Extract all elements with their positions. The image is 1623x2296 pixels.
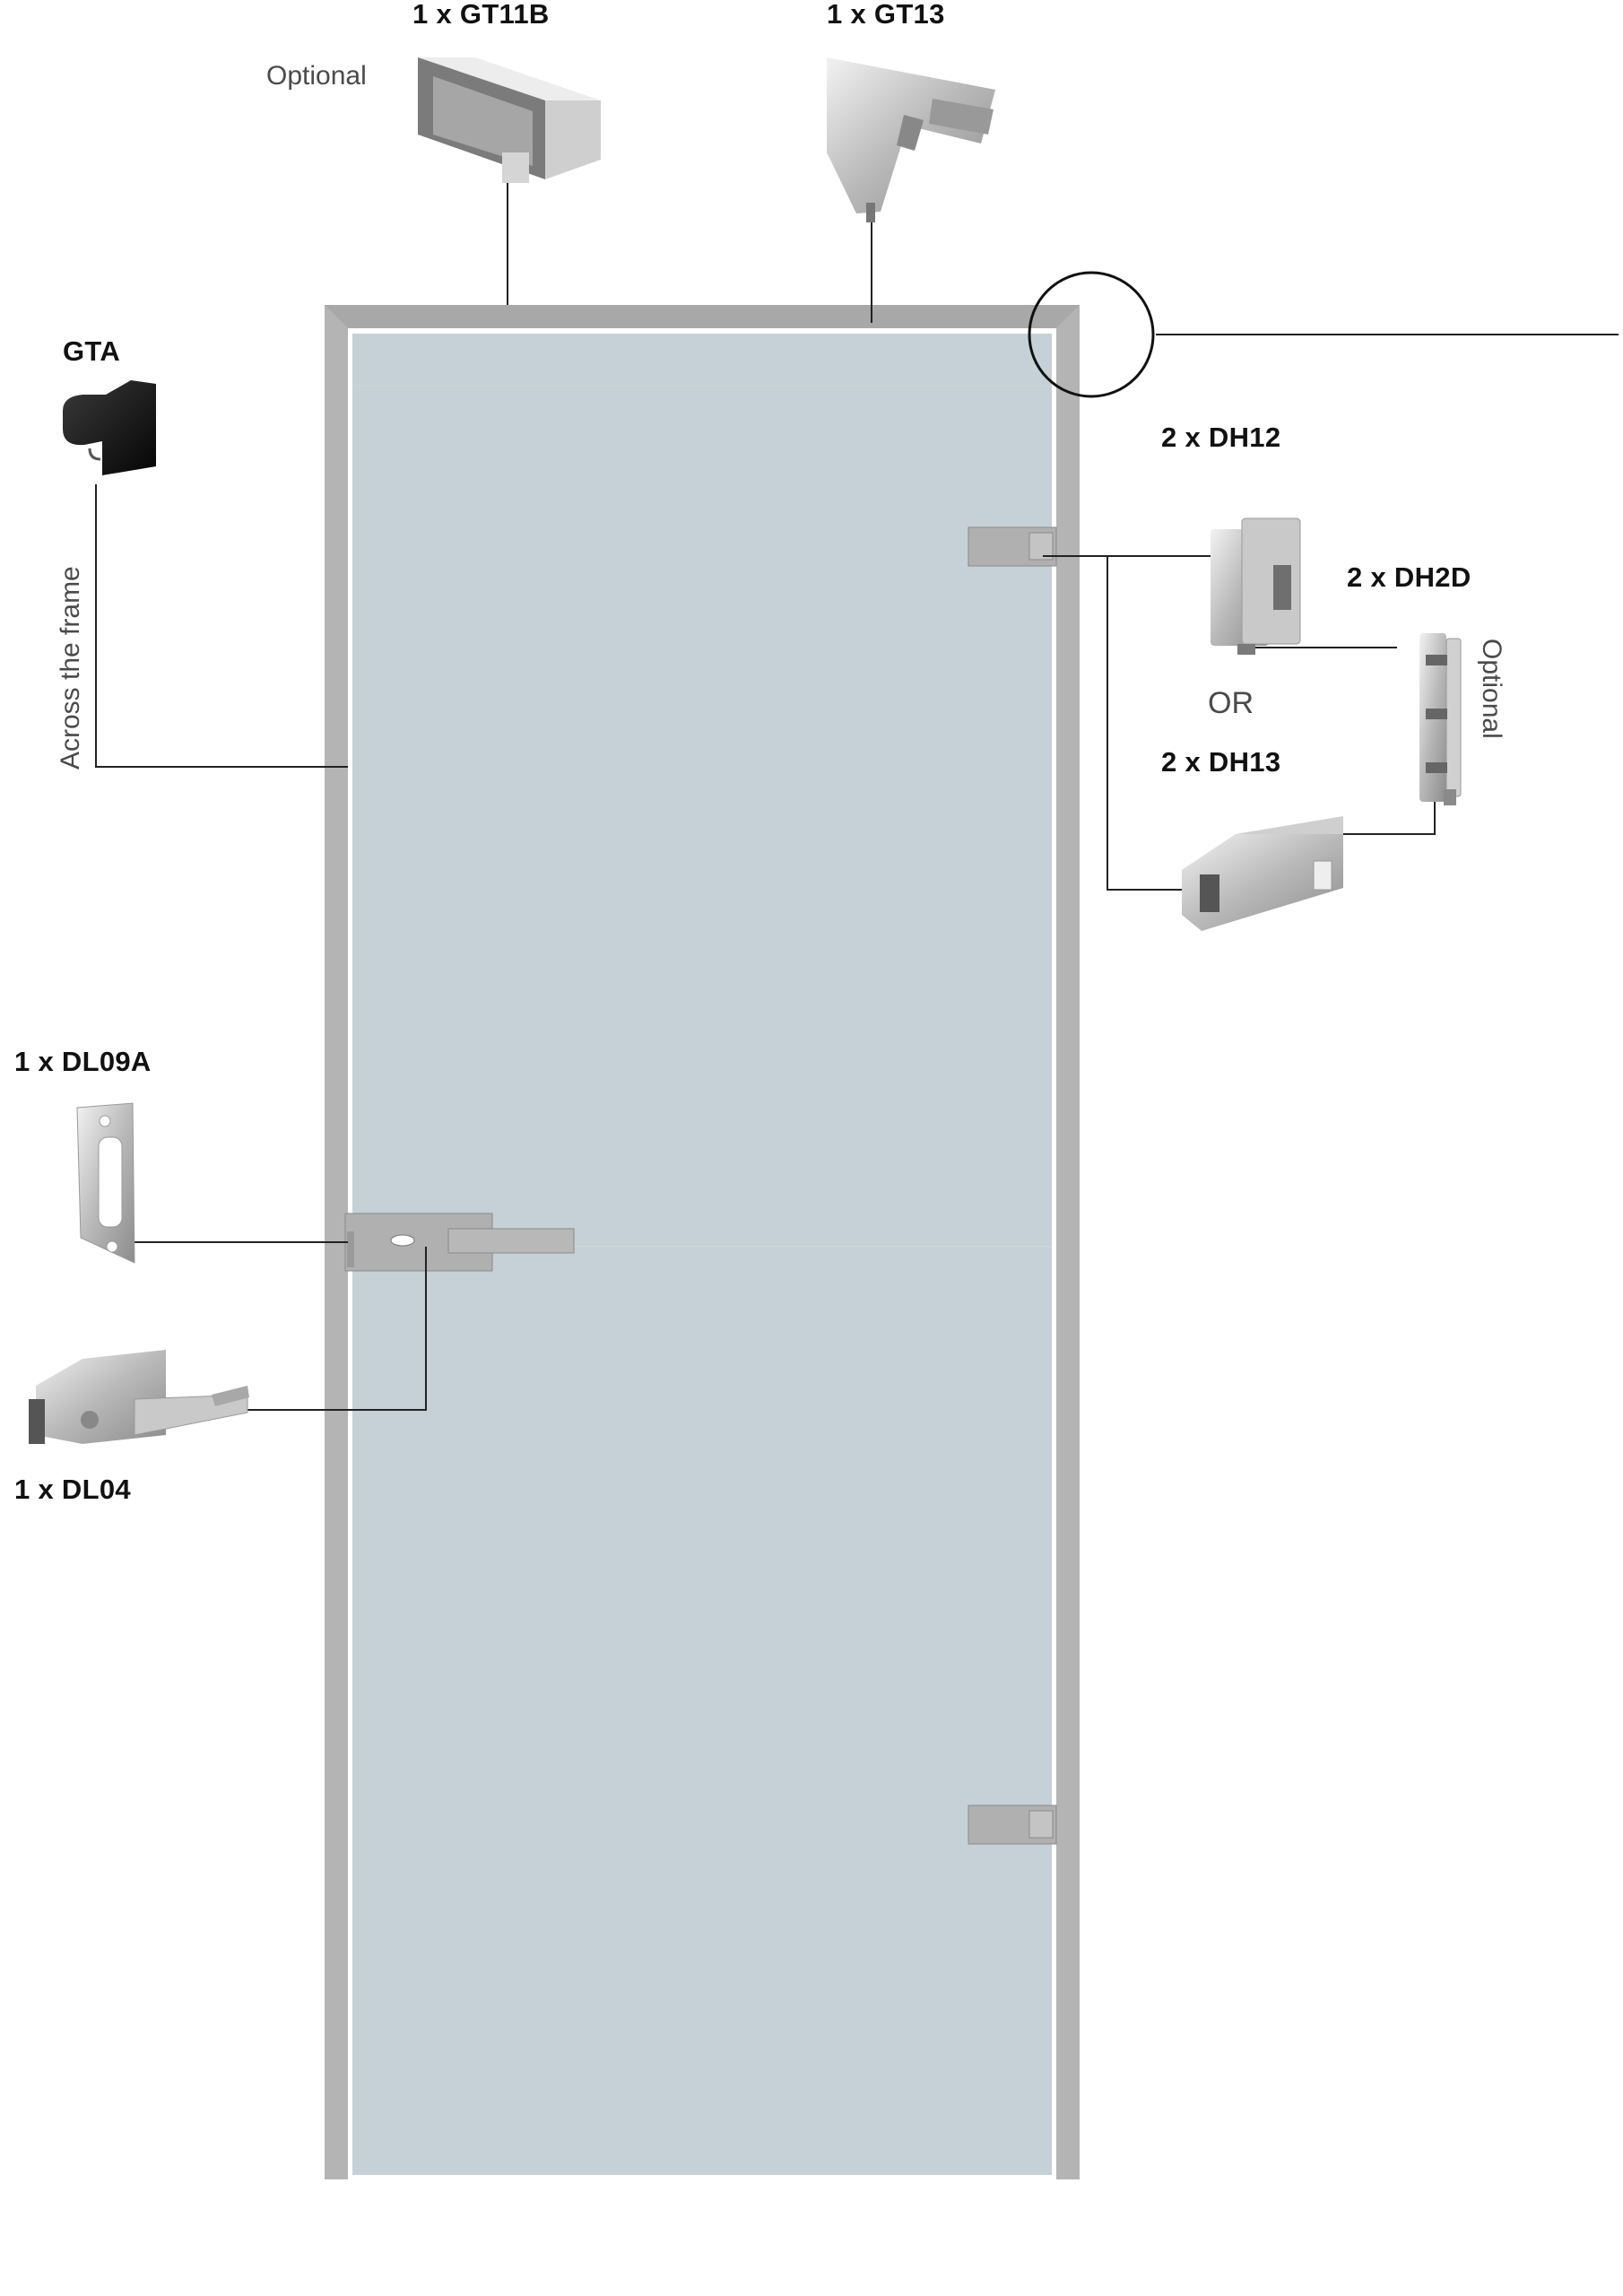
- label-optional-top: Optional: [266, 61, 367, 91]
- gt13-profile-image: [827, 57, 995, 222]
- label-dl04: 1 x DL04: [14, 1474, 131, 1505]
- detail-callout-circle: [1028, 271, 1619, 398]
- dh13-hinge-image: [1182, 816, 1343, 931]
- label-dh12: 2 x DH12: [1161, 422, 1281, 453]
- label-or: OR: [1208, 686, 1254, 720]
- hinge-top: [968, 526, 1057, 567]
- dl04-lock-handle-image: [29, 1350, 249, 1444]
- label-across-frame: Across the frame: [56, 566, 85, 770]
- label-gt13: 1 x GT13: [827, 0, 945, 30]
- label-optional-right: Optional: [1477, 639, 1506, 739]
- hinge-bottom: [968, 1805, 1057, 1845]
- dh12-hinge-image: [1211, 517, 1301, 655]
- label-dh13: 2 x DH13: [1161, 746, 1281, 778]
- gta-seal-image: [63, 380, 156, 475]
- dl09a-strike-plate-image: [76, 1102, 135, 1264]
- gt11b-profile-image: [418, 57, 601, 183]
- dh2d-hinge-image: [1419, 633, 1462, 805]
- label-dl09a: 1 x DL09A: [14, 1046, 152, 1077]
- label-gt11b: 1 x GT11B: [412, 0, 550, 30]
- label-dh2d: 2 x DH2D: [1347, 561, 1471, 593]
- label-gta: GTA: [63, 335, 121, 367]
- door-lock: [344, 1213, 575, 1272]
